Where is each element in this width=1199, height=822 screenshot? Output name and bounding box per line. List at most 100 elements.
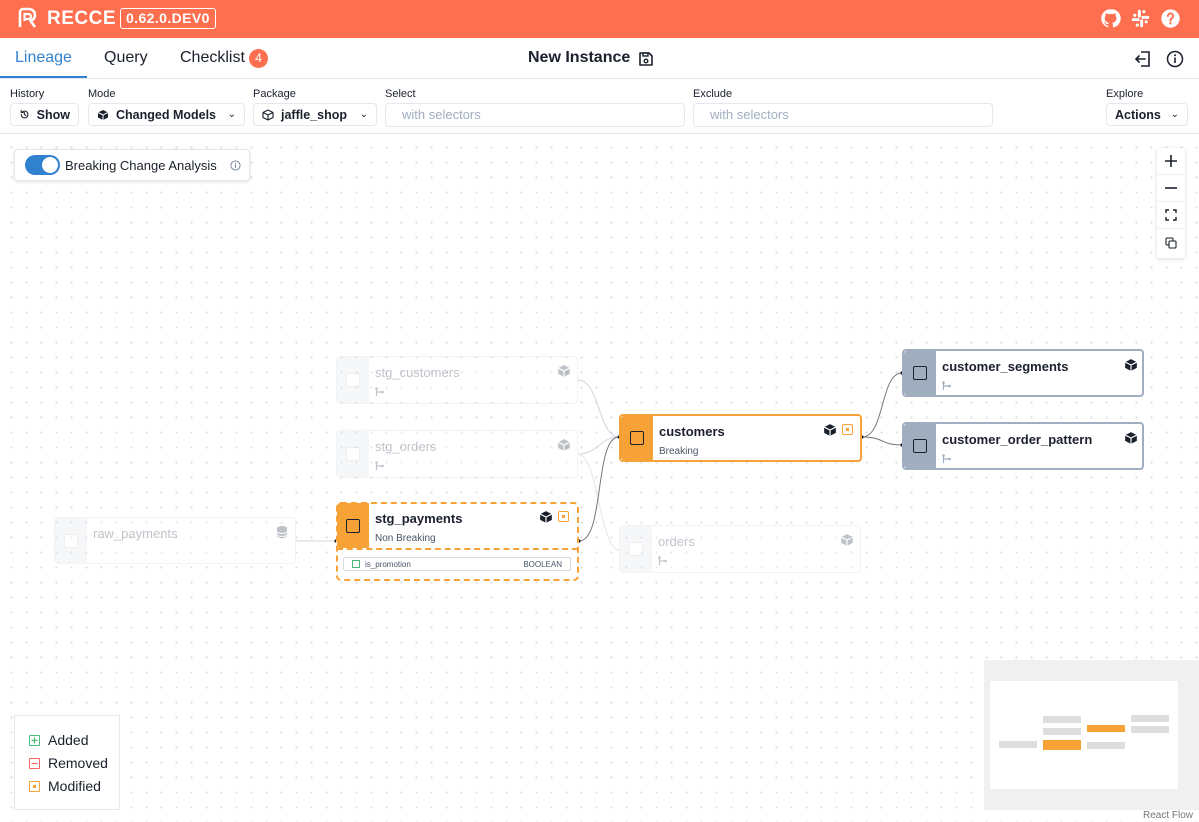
zoom-out-button[interactable] <box>1157 175 1185 202</box>
node-checkbox[interactable] <box>346 447 360 461</box>
history-label: History <box>10 88 45 100</box>
zoom-in-button[interactable] <box>1157 148 1185 175</box>
added-icon <box>352 560 360 568</box>
edge-customers-segments <box>861 372 903 438</box>
copy-icon <box>1165 236 1177 249</box>
model-cube-icon <box>1124 359 1138 371</box>
node-checkbox[interactable] <box>64 533 78 548</box>
column-change-row[interactable]: is_promotion BOOLEAN <box>343 557 571 571</box>
node-checkbox[interactable] <box>346 518 360 533</box>
node-select-area[interactable] <box>904 351 936 395</box>
change-category: Non Breaking <box>375 533 436 544</box>
minimap[interactable] <box>984 660 1199 810</box>
legend-added-label: Added <box>48 732 89 748</box>
exclude-label: Exclude <box>693 88 733 100</box>
node-checkbox[interactable] <box>629 542 643 556</box>
node-raw-payments[interactable]: raw_payments <box>54 517 296 564</box>
node-name: customer_order_pattern <box>942 432 1093 447</box>
node-select-area[interactable] <box>337 357 369 403</box>
fit-view-button[interactable] <box>1157 202 1185 229</box>
node-customer-order-pattern[interactable]: customer_order_pattern <box>902 422 1144 470</box>
select-input[interactable]: with selectors <box>385 103 685 127</box>
exclude-input[interactable]: with selectors <box>693 103 993 127</box>
node-select-area[interactable] <box>620 526 652 572</box>
package-icon <box>262 108 274 121</box>
minimap-node <box>1087 742 1125 749</box>
node-select-area[interactable] <box>55 518 87 563</box>
node-checkbox[interactable] <box>630 431 644 445</box>
breaking-change-toggle[interactable] <box>25 155 60 175</box>
history-show-label: Show <box>36 107 70 122</box>
lineage-icon <box>375 461 384 470</box>
node-customer-segments[interactable]: customer_segments <box>902 349 1144 397</box>
save-icon[interactable] <box>638 51 654 67</box>
node-stg-customers[interactable]: stg_customers <box>336 356 578 404</box>
actions-label: Actions <box>1115 107 1161 122</box>
react-flow-attribution[interactable]: React Flow <box>1143 810 1194 821</box>
breaking-change-label: Breaking Change Analysis <box>65 158 217 173</box>
tab-query[interactable]: Query <box>104 49 148 66</box>
active-tab-indicator <box>0 76 87 78</box>
column-name: is_promotion <box>365 560 411 569</box>
actions-menu-button[interactable]: Actions ⌄ <box>1106 103 1188 126</box>
tab-checklist[interactable]: Checklist <box>180 49 245 66</box>
column-type: BOOLEAN <box>523 560 562 569</box>
model-cube-icon <box>823 424 837 436</box>
model-cube-icon <box>539 511 553 523</box>
history-show-button[interactable]: Show <box>10 103 79 126</box>
node-checkbox[interactable] <box>913 439 927 453</box>
added-icon <box>29 735 40 746</box>
node-stg-payments-group <box>336 502 579 581</box>
edge-customers-order-pattern <box>861 436 903 446</box>
tab-lineage[interactable]: Lineage <box>15 49 72 66</box>
lineage-canvas[interactable]: Breaking Change Analysis raw_payments st… <box>0 134 1199 822</box>
minimap-node <box>1087 725 1125 732</box>
node-orders[interactable]: orders <box>619 525 861 573</box>
node-select-area[interactable] <box>904 424 936 468</box>
edge-stg-orders-orders <box>577 453 620 551</box>
info-icon[interactable] <box>230 160 241 171</box>
info-icon[interactable] <box>1166 50 1184 68</box>
lineage-icon <box>942 454 951 463</box>
node-stg-orders[interactable]: stg_orders <box>336 430 578 478</box>
removed-icon <box>29 758 40 769</box>
minimap-node <box>999 741 1037 748</box>
node-customers[interactable]: customers Breaking <box>619 414 862 462</box>
edge-stg-orders-customers <box>577 436 620 455</box>
node-select-area[interactable] <box>337 503 369 548</box>
model-cube-icon <box>557 365 571 377</box>
minimap-node <box>1131 726 1169 733</box>
minimap-node <box>1131 715 1169 722</box>
node-checkbox[interactable] <box>913 366 927 380</box>
model-cube-icon <box>1124 432 1138 444</box>
legend-modified-label: Modified <box>48 778 101 794</box>
slack-icon[interactable] <box>1130 8 1151 29</box>
main-nav: Lineage Query Checklist 4 New Instance <box>0 38 1199 79</box>
lineage-edges <box>295 371 904 551</box>
mode-select[interactable]: Changed Models ⌄ <box>88 103 245 126</box>
zoom-controls <box>1157 148 1185 258</box>
minus-icon <box>1165 187 1177 189</box>
brand-name: RECCE <box>47 8 117 29</box>
copy-image-button[interactable] <box>1157 229 1185 256</box>
node-checkbox[interactable] <box>346 373 360 387</box>
modified-icon <box>29 781 40 792</box>
plus-icon <box>1165 155 1177 167</box>
breaking-change-panel: Breaking Change Analysis <box>14 149 250 181</box>
node-name: customers <box>659 424 725 439</box>
source-database-icon <box>276 526 288 538</box>
minimap-viewport <box>990 681 1178 789</box>
recce-logo-icon <box>18 7 37 28</box>
package-select[interactable]: jaffle_shop ⌄ <box>253 103 377 126</box>
help-icon[interactable] <box>1160 8 1181 29</box>
modified-icon <box>558 511 569 522</box>
instance-title: New Instance <box>528 49 631 66</box>
minimap-node <box>1043 728 1081 735</box>
github-icon[interactable] <box>1100 8 1121 29</box>
node-stg-payments[interactable]: stg_payments Non Breaking <box>337 503 578 550</box>
node-name: stg_orders <box>375 439 437 454</box>
model-cube-icon <box>840 534 854 546</box>
node-select-area[interactable] <box>621 416 653 460</box>
node-select-area[interactable] <box>337 431 369 477</box>
export-icon[interactable] <box>1134 50 1152 68</box>
